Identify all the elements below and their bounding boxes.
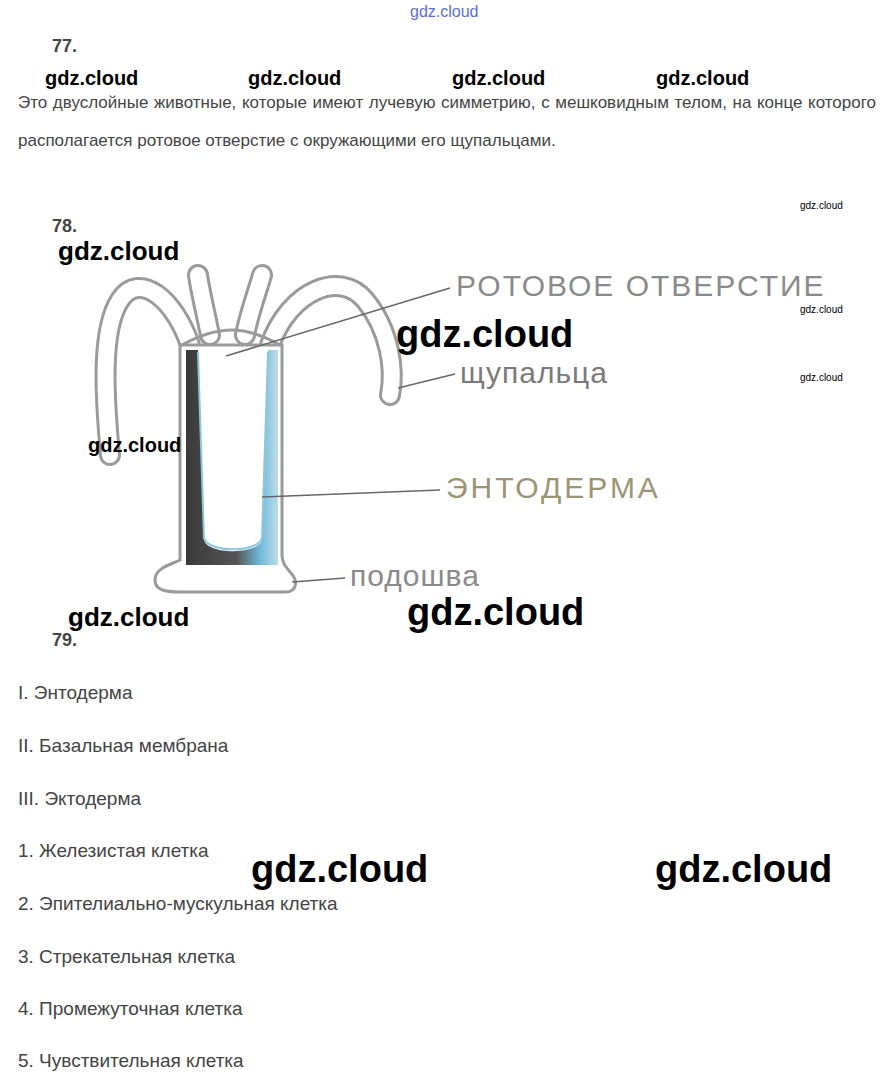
watermark: gdz.cloud xyxy=(655,847,832,893)
task-number: 77. xyxy=(52,36,77,58)
watermark: gdz.cloud xyxy=(88,433,181,457)
body-wall xyxy=(155,345,295,592)
watermark: gdz.cloud xyxy=(251,847,428,893)
list-item: I. Энтодерма xyxy=(18,682,132,705)
watermark: gdz.cloud xyxy=(800,200,843,212)
list-item: 5. Чувствительная клетка xyxy=(18,1050,244,1073)
watermark: gdz.cloud xyxy=(68,602,189,633)
task-number: 78. xyxy=(52,216,77,238)
watermark: gdz.cloud xyxy=(248,66,341,90)
list-item: II. Базальная мембрана xyxy=(18,735,228,758)
part-label: подошва xyxy=(350,558,480,594)
watermark: gdz.cloud xyxy=(45,66,138,90)
answer-text: Это двуслойные животные, которые имеют л… xyxy=(18,84,876,160)
watermark: gdz.cloud xyxy=(407,590,584,636)
list-item: 1. Железистая клетка xyxy=(18,840,209,863)
list-item: 2. Эпителиально-мускульная клетка xyxy=(18,893,338,916)
watermark: gdz.cloud xyxy=(800,304,843,316)
cavity xyxy=(198,352,268,549)
watermark: gdz.cloud xyxy=(656,66,749,90)
entoderm xyxy=(186,350,278,565)
part-label: ЭНТОДЕРМА xyxy=(446,470,661,506)
part-label: РОТОВОЕ ОТВЕРСТИЕ xyxy=(456,268,826,304)
watermark: gdz.cloud xyxy=(800,372,843,384)
watermark: gdz.cloud xyxy=(452,66,545,90)
list-item: III. Эктодерма xyxy=(18,788,141,811)
list-item: 3. Стрекательная клетка xyxy=(18,946,235,969)
part-label: щупальца xyxy=(460,355,608,391)
list-item: 4. Промежуточная клетка xyxy=(18,998,242,1021)
watermark: gdz.cloud xyxy=(410,2,479,21)
watermark: gdz.cloud xyxy=(58,236,179,267)
task-number: 79. xyxy=(52,630,77,652)
watermark: gdz.cloud xyxy=(396,312,573,358)
mouth-top xyxy=(182,330,280,345)
